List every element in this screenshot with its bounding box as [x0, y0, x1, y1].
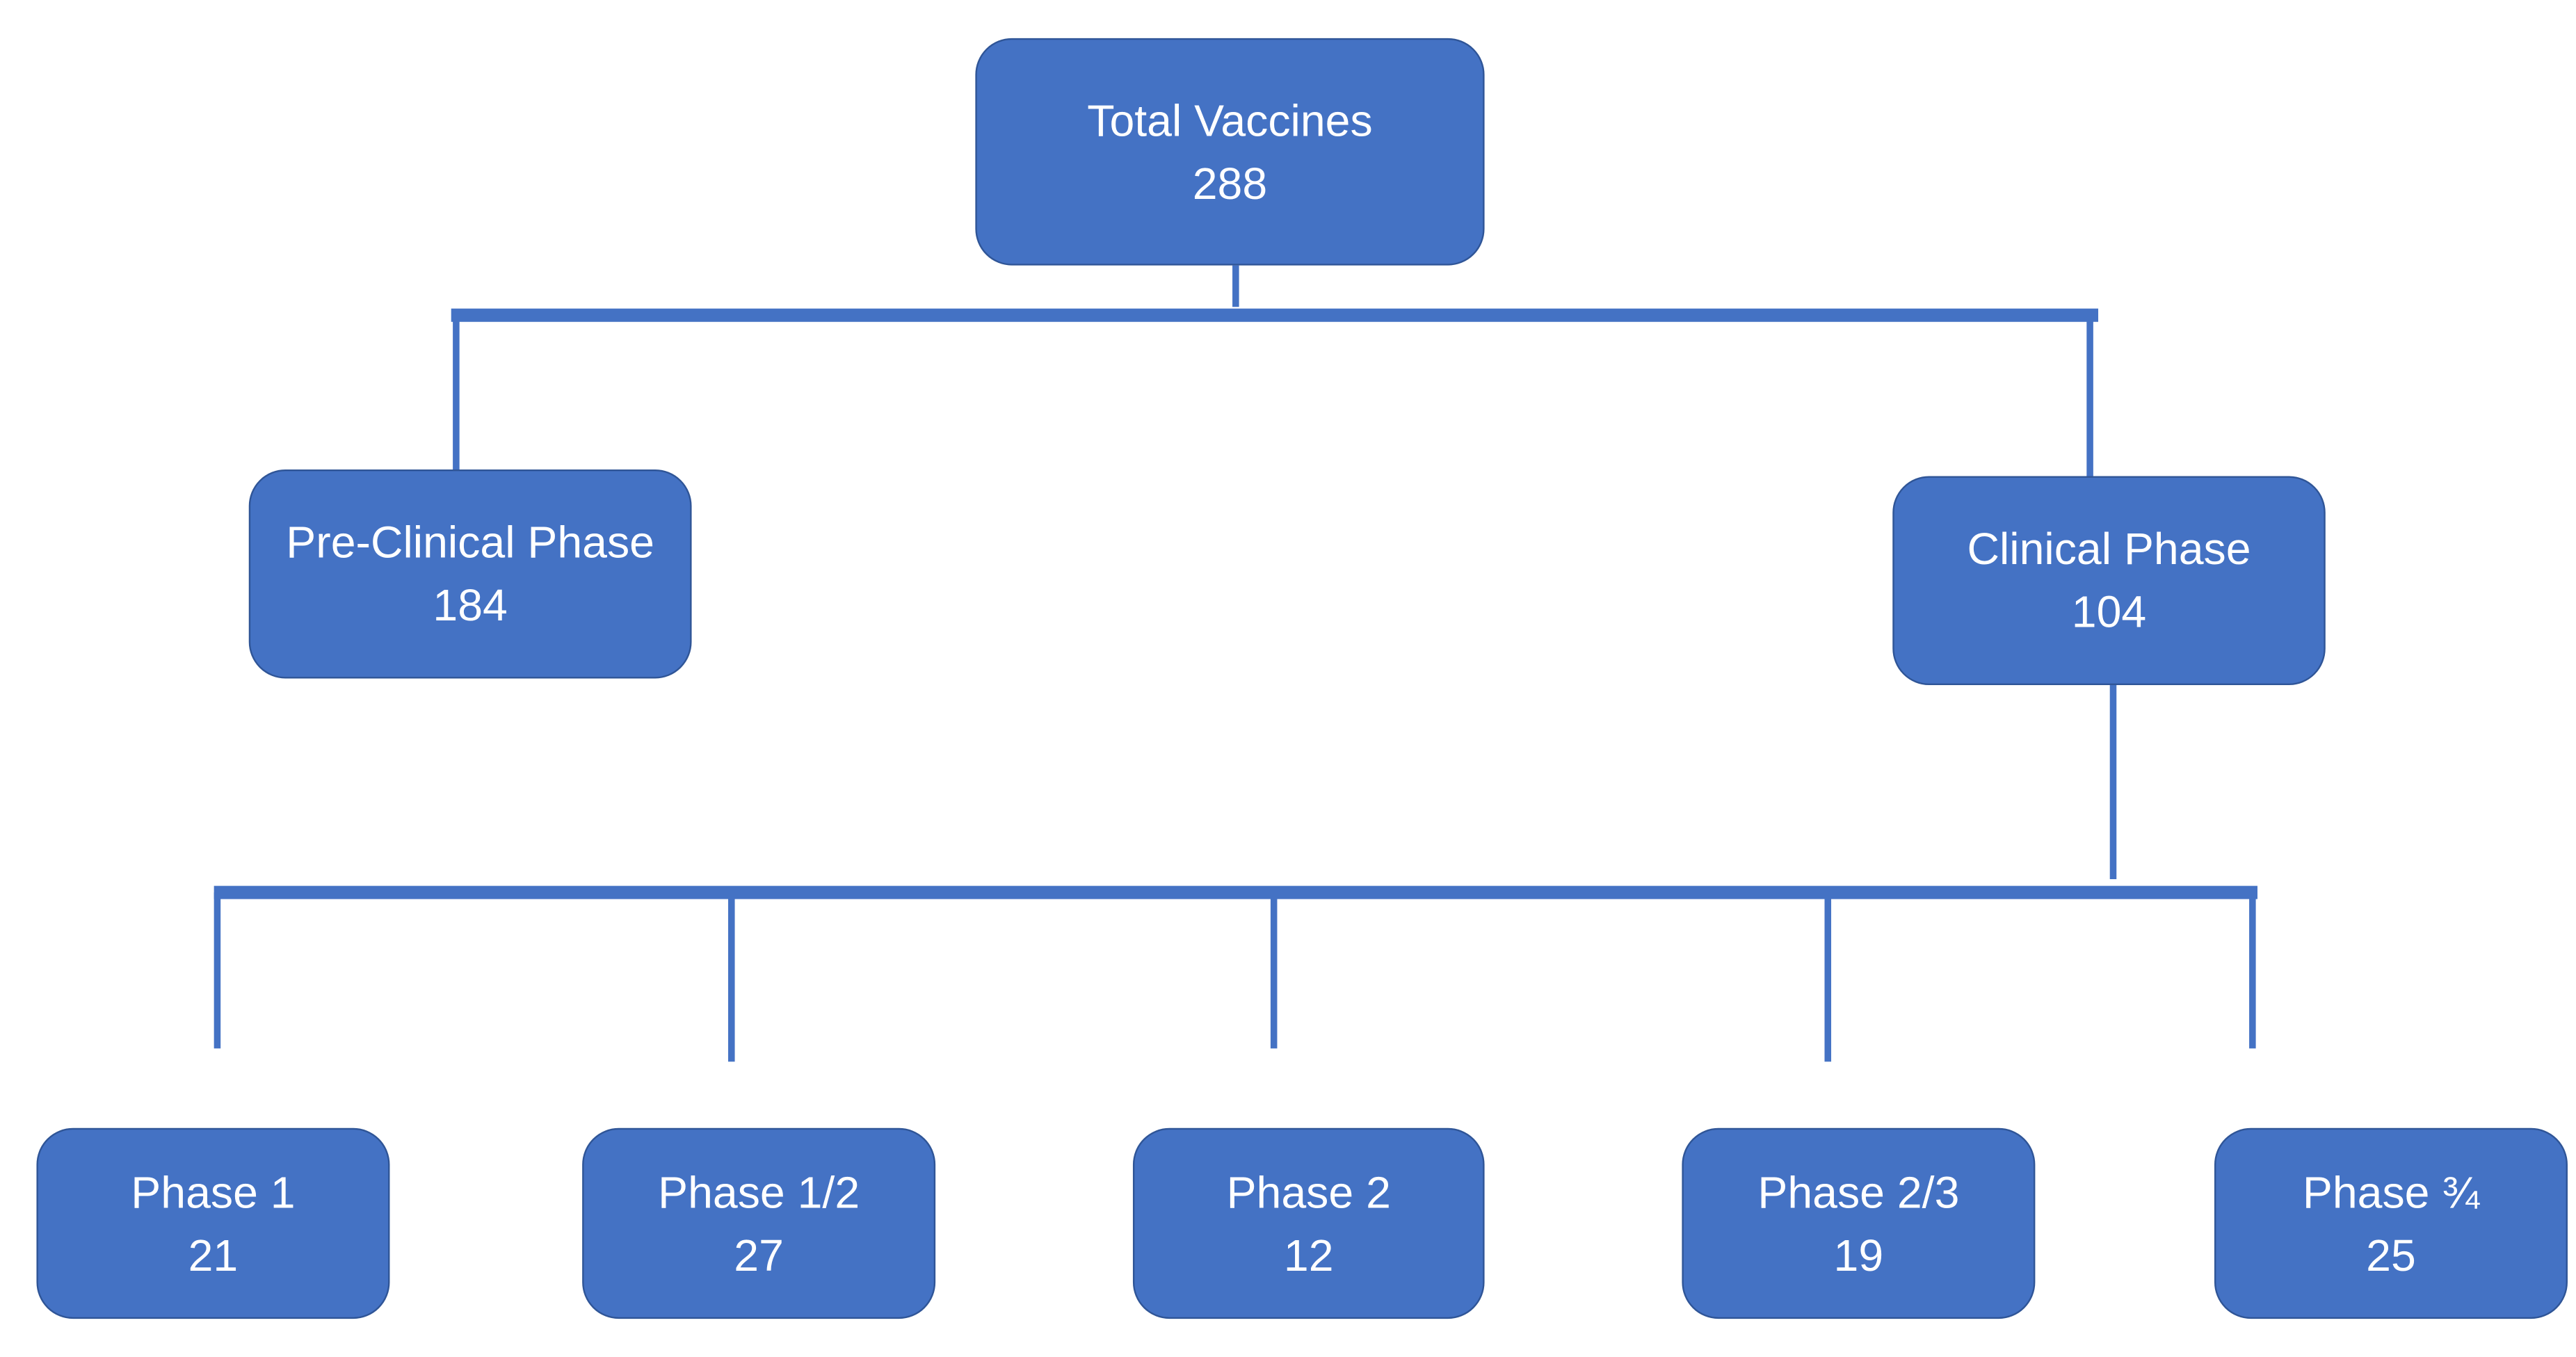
node-label: Total Vaccines [1087, 95, 1373, 145]
node-pre-clinical-phase: Pre-Clinical Phase 184 [248, 469, 692, 679]
node-value: 12 [1283, 1230, 1334, 1280]
node-value: 19 [1833, 1230, 1884, 1280]
node-label: Phase 2/3 [1757, 1166, 1960, 1217]
node-value: 27 [734, 1230, 784, 1280]
node-value: 104 [2071, 587, 2147, 637]
node-phase-1: Phase 1 21 [36, 1127, 390, 1319]
node-label: Phase 1/2 [658, 1166, 860, 1217]
node-value: 21 [188, 1230, 239, 1280]
node-phase-3-4: Phase ¾ 25 [2214, 1127, 2568, 1319]
node-value: 288 [1192, 158, 1268, 209]
node-total-vaccines: Total Vaccines 288 [975, 38, 1485, 266]
node-phase-1-2: Phase 1/2 27 [582, 1127, 936, 1319]
node-label: Phase ¾ [2302, 1166, 2480, 1217]
node-value: 184 [433, 580, 508, 631]
node-phase-2-3: Phase 2/3 19 [1682, 1127, 2036, 1319]
node-label: Pre-Clinical Phase [286, 517, 654, 568]
node-label: Clinical Phase [1967, 524, 2251, 575]
node-label: Phase 2 [1226, 1166, 1391, 1217]
node-phase-2: Phase 2 12 [1132, 1127, 1485, 1319]
node-label: Phase 1 [131, 1166, 296, 1217]
node-clinical-phase: Clinical Phase 104 [1892, 476, 2326, 686]
node-value: 25 [2366, 1230, 2416, 1280]
